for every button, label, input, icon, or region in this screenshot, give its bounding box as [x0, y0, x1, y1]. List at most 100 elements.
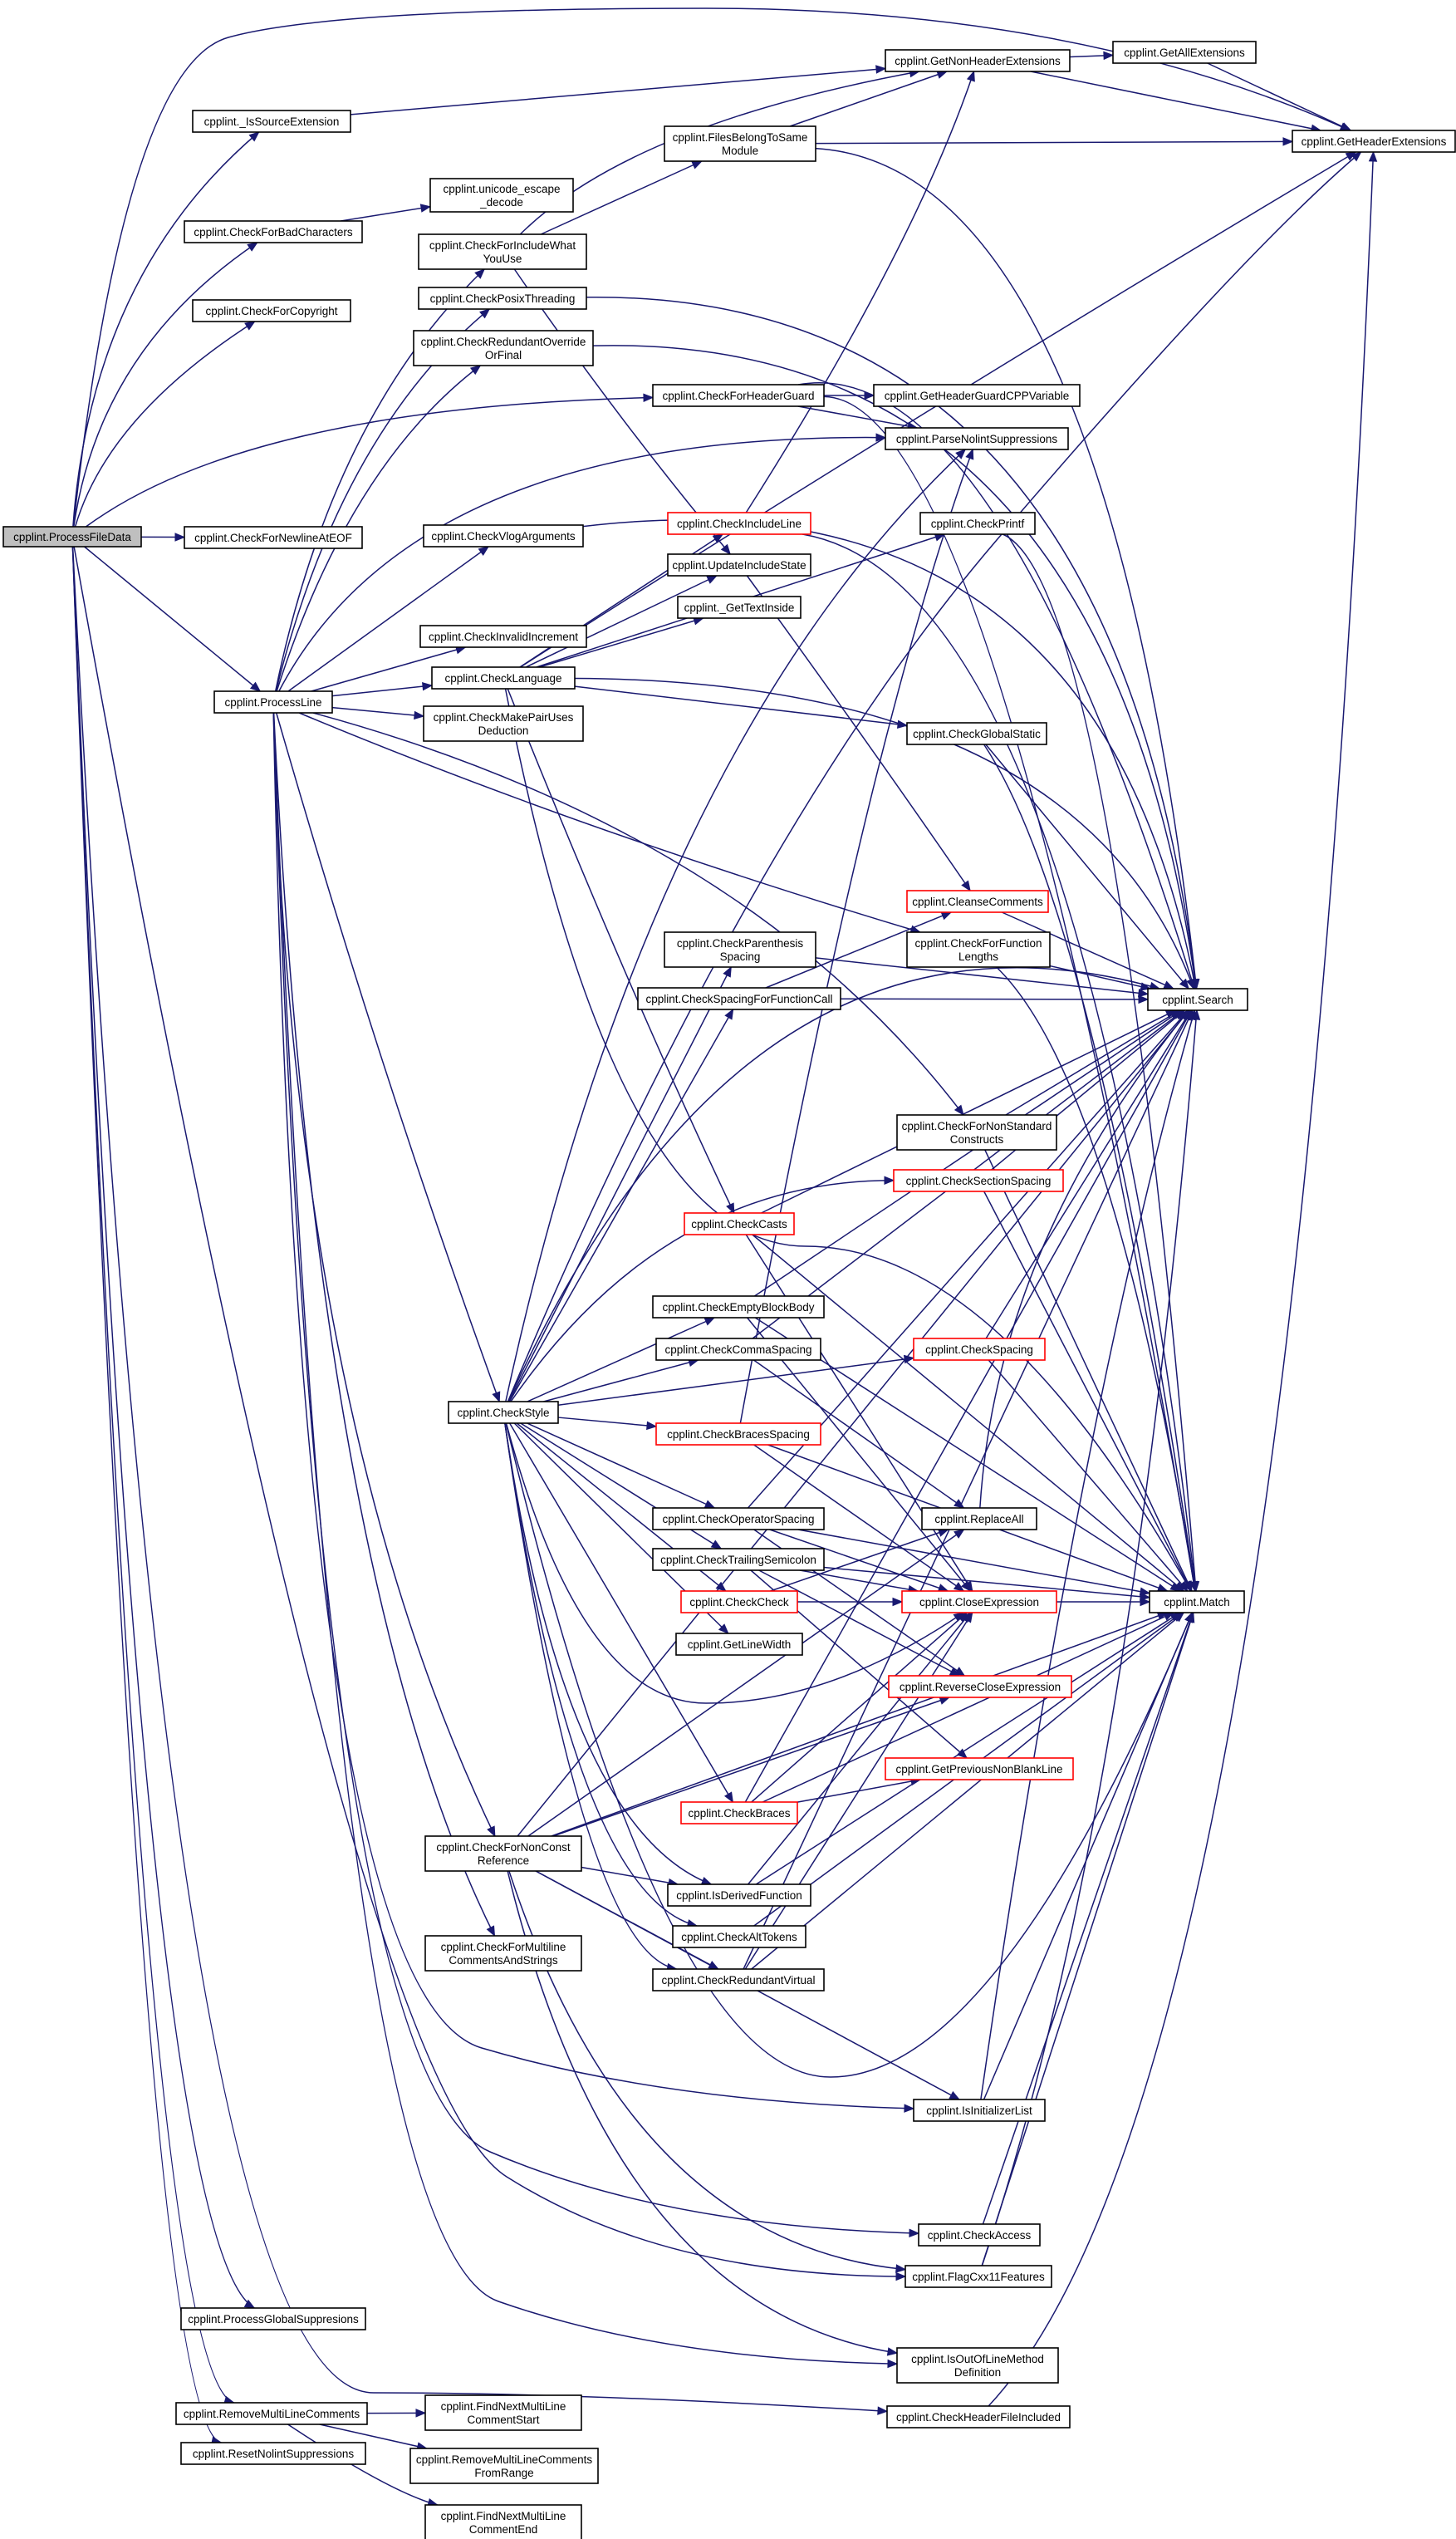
arrowhead-icon	[720, 543, 732, 556]
edge-CheckSpacingForFunctionCall-to-Search	[840, 994, 1150, 1004]
node-label: cpplint.CheckSectionSpacing	[906, 1175, 1052, 1187]
node-box	[918, 2223, 1041, 2247]
node-CheckForHeaderGuard[interactable]: cpplint.CheckForHeaderGuard	[652, 384, 825, 407]
arrowhead-icon	[963, 1611, 973, 1623]
edge-CheckRedundantVirtual-to-CloseExpression	[744, 1611, 973, 1970]
arrowhead-icon	[1178, 1580, 1189, 1593]
node-IsDerivedFunction[interactable]: cpplint.IsDerivedFunction	[667, 1883, 811, 1907]
node-CheckTrailingSemicolon[interactable]: cpplint.CheckTrailingSemicolon	[652, 1548, 825, 1571]
node-box	[680, 1590, 798, 1613]
node-CloseExpression[interactable]: cpplint.CloseExpression	[901, 1590, 1057, 1613]
node-CheckForNewlineAtEOF[interactable]: cpplint.CheckForNewlineAtEOF	[184, 526, 363, 549]
node-IsSourceExtension[interactable]: cpplint._IsSourceExtension	[192, 110, 351, 133]
arrowhead-icon	[718, 1623, 729, 1634]
node-CheckEmptyBlockBody[interactable]: cpplint.CheckEmptyBlockBody	[652, 1295, 825, 1319]
node-ProcessLine[interactable]: cpplint.ProcessLine	[213, 690, 333, 714]
node-CheckSectionSpacing[interactable]: cpplint.CheckSectionSpacing	[893, 1169, 1064, 1192]
arrowhead-icon	[1156, 1584, 1169, 1592]
node-ReverseCloseExpression[interactable]: cpplint.ReverseCloseExpression	[888, 1675, 1072, 1698]
node-GetAllExtensions[interactable]: cpplint.GetAllExtensions	[1112, 41, 1257, 64]
node-UpdateIncludeState[interactable]: cpplint.UpdateIncludeState	[667, 553, 811, 577]
node-GetLineWidth[interactable]: cpplint.GetLineWidth	[675, 1633, 803, 1656]
node-GetPreviousNonBlankLine[interactable]: cpplint.GetPreviousNonBlankLine	[885, 1757, 1074, 1780]
node-GetHeaderExtensions[interactable]: cpplint.GetHeaderExtensions	[1292, 130, 1456, 153]
node-ProcessFileData[interactable]: cpplint.ProcessFileData	[2, 526, 142, 548]
node-RemoveMultiLineComments[interactable]: cpplint.RemoveMultiLineComments	[175, 2402, 368, 2425]
arrowhead-icon	[956, 1748, 968, 1759]
node-CheckVlogArguments[interactable]: cpplint.CheckVlogArguments	[423, 524, 584, 548]
node-GetTextInside[interactable]: cpplint._GetTextInside	[677, 596, 802, 619]
node-CheckRedundantVirtual[interactable]: cpplint.CheckRedundantVirtual	[652, 1968, 825, 1991]
node-ResetNolintSuppressions[interactable]: cpplint.ResetNolintSuppressions	[180, 2442, 366, 2465]
node-label: cpplint.CheckTrailingSemicolon	[660, 1554, 816, 1566]
node-label: cpplint.IsDerivedFunction	[676, 1889, 802, 1902]
node-CheckCasts[interactable]: cpplint.CheckCasts	[684, 1212, 795, 1235]
node-GetHeaderGuardCPPVariable[interactable]: cpplint.GetHeaderGuardCPPVariable	[873, 384, 1081, 407]
node-CheckCommaSpacing[interactable]: cpplint.CheckCommaSpacing	[655, 1338, 821, 1361]
edge-CheckTrailingSemicolon-to-Match	[823, 1566, 1151, 1601]
node-box	[424, 1935, 582, 1972]
node-box	[1149, 1590, 1245, 1613]
arrowhead-icon	[954, 1529, 965, 1539]
node-ProcessGlobalSuppresions[interactable]: cpplint.ProcessGlobalSuppresions	[180, 2307, 366, 2330]
node-CheckAltTokens[interactable]: cpplint.CheckAltTokens	[672, 1925, 806, 1948]
edge-ProcessFileData-to-ProcessLine	[84, 546, 262, 692]
arrowhead-icon	[724, 1008, 734, 1020]
node-IsInitializerList[interactable]: cpplint.IsInitializerList	[913, 2099, 1046, 2122]
node-CleanseComments[interactable]: cpplint.CleanseComments	[906, 890, 1049, 913]
node-CheckInvalidIncrement[interactable]: cpplint.CheckInvalidIncrement	[419, 625, 587, 648]
node-CheckBracesSpacing[interactable]: cpplint.CheckBracesSpacing	[655, 1422, 821, 1446]
node-Search[interactable]: cpplint.Search	[1147, 988, 1248, 1011]
node-label: cpplint.CheckForNewlineAtEOF	[194, 532, 352, 544]
node-CheckSpacingForFunctionCall[interactable]: cpplint.CheckSpacingForFunctionCall	[637, 987, 841, 1010]
node-FlagCxx11Features[interactable]: cpplint.FlagCxx11Features	[904, 2265, 1052, 2288]
node-box	[906, 890, 1049, 913]
arrowhead-icon	[954, 1104, 964, 1117]
node-label: Constructs	[950, 1133, 1004, 1146]
node-label: cpplint.CheckForNonStandard	[902, 1120, 1052, 1132]
node-label: cpplint.CheckForIncludeWhat	[429, 239, 576, 252]
node-UnicodeEscapeDecode[interactable]: cpplint.unicode_escape_decode	[429, 178, 574, 213]
edge-CheckSpacing-to-Match	[988, 1359, 1189, 1593]
node-ParseNolintSuppressions[interactable]: cpplint.ParseNolintSuppressions	[885, 427, 1069, 450]
node-label: cpplint.CheckCommaSpacing	[664, 1343, 811, 1356]
edge-CheckStyle-to-CheckSpacingForFunctionCall	[508, 1008, 734, 1402]
node-CheckHeaderFileIncluded[interactable]: cpplint.CheckHeaderFileIncluded	[886, 2405, 1071, 2429]
node-CheckForBadCharacters[interactable]: cpplint.CheckForBadCharacters	[184, 220, 363, 243]
node-CheckGlobalStatic[interactable]: cpplint.CheckGlobalStatic	[906, 722, 1047, 745]
node-CheckOperatorSpacing[interactable]: cpplint.CheckOperatorSpacing	[652, 1507, 825, 1530]
node-CheckIncludeLine[interactable]: cpplint.CheckIncludeLine	[667, 512, 811, 535]
node-CheckForCopyright[interactable]: cpplint.CheckForCopyright	[192, 299, 351, 322]
node-CheckLanguage[interactable]: cpplint.CheckLanguage	[431, 666, 576, 690]
edge-ProcessFileData-to-FlagCxx11Features	[73, 546, 907, 2281]
node-label: cpplint.CheckForCopyright	[205, 305, 337, 317]
node-GetNonHeaderExtensions[interactable]: cpplint.GetNonHeaderExtensions	[885, 49, 1071, 72]
node-CheckCheck[interactable]: cpplint.CheckCheck	[680, 1590, 798, 1613]
arrowhead-icon	[1163, 980, 1175, 990]
node-ReplaceAll[interactable]: cpplint.ReplaceAll	[921, 1507, 1037, 1530]
node-box	[424, 2394, 582, 2431]
edge-CheckParenthesisSpacing-to-Search	[815, 957, 1150, 998]
node-CheckPosixThreading[interactable]: cpplint.CheckPosixThreading	[418, 287, 587, 310]
node-CheckAccess[interactable]: cpplint.CheckAccess	[918, 2223, 1041, 2247]
node-CheckSpacing[interactable]: cpplint.CheckSpacing	[913, 1338, 1046, 1361]
node-CheckPrintf[interactable]: cpplint.CheckPrintf	[919, 512, 1036, 535]
node-CheckBraces[interactable]: cpplint.CheckBraces	[680, 1801, 798, 1824]
node-CheckForMultilineCommentsAndStrings[interactable]: cpplint.CheckForMultilineCommentsAndStri…	[424, 1935, 582, 1972]
node-box	[424, 2504, 582, 2539]
node-CheckStyle[interactable]: cpplint.CheckStyle	[448, 1401, 559, 1424]
edge-CheckLanguage-to-UpdateIncludeState	[525, 575, 718, 668]
node-Match[interactable]: cpplint.Match	[1149, 1590, 1245, 1613]
